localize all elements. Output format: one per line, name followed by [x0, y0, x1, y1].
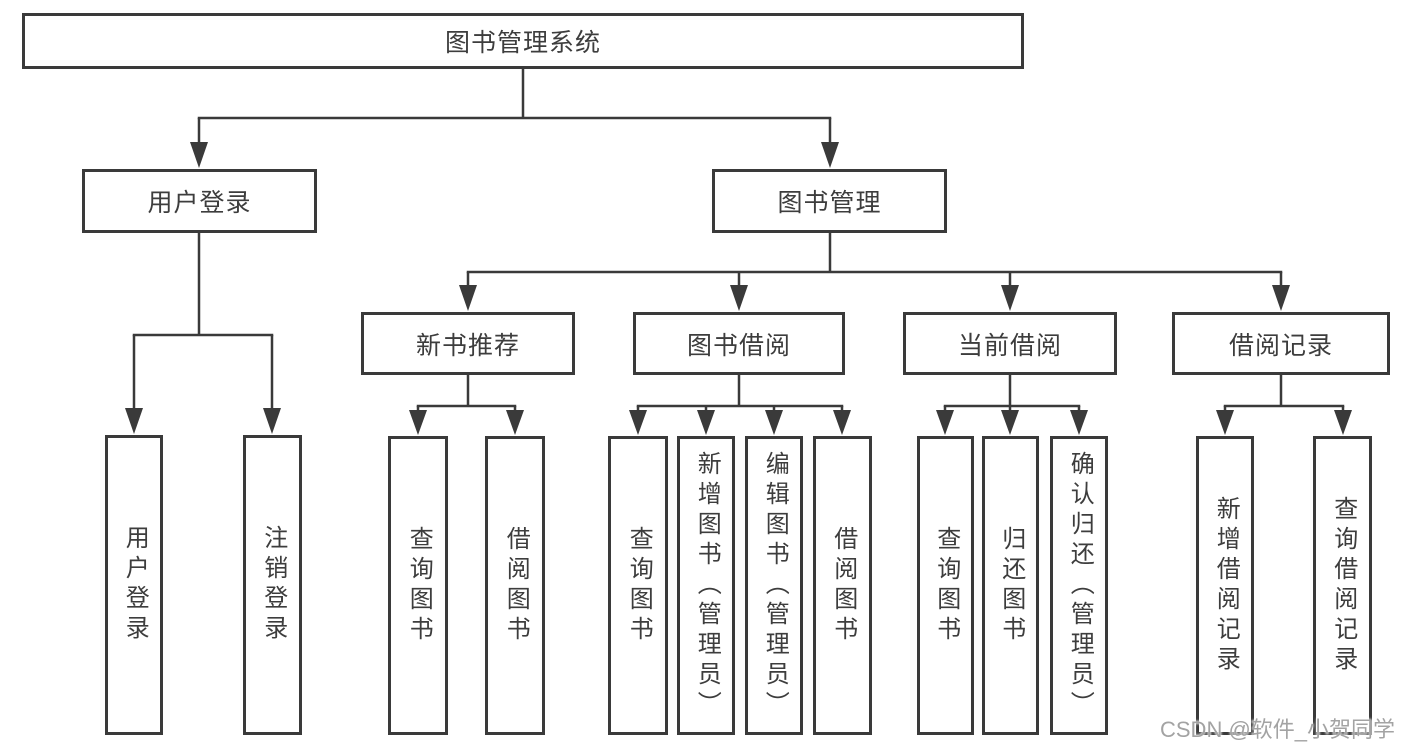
- leaf-logout: 注销登录: [243, 435, 302, 735]
- node-book-management: 图书管理: [712, 169, 947, 233]
- node-borrow-records: 借阅记录: [1172, 312, 1390, 375]
- node-current-borrow: 当前借阅: [903, 312, 1117, 375]
- connector-book-mgmt: [459, 233, 1290, 311]
- node-user-login: 用户登录: [82, 169, 317, 233]
- connector-root: [190, 69, 839, 168]
- node-new-book-recommend: 新书推荐: [361, 312, 575, 375]
- leaf-add-book-admin: 新增图书（管理员）: [677, 436, 735, 735]
- node-book-borrow: 图书借阅: [633, 312, 845, 375]
- leaf-edit-book-admin: 编辑图书（管理员）: [745, 436, 803, 735]
- connector-borrow-records: [1216, 375, 1352, 435]
- leaf-confirm-return-admin: 确认归还（管理员）: [1050, 436, 1108, 735]
- leaf-user-login: 用户登录: [105, 435, 163, 735]
- watermark: CSDN @软件_小贺同学: [1160, 717, 1396, 742]
- connector-book-borrow: [629, 375, 851, 435]
- leaf-query-books-current: 查询图书: [917, 436, 974, 735]
- node-library-system: 图书管理系统: [22, 13, 1024, 69]
- connector-new-books: [409, 375, 524, 435]
- leaf-add-borrow-record: 新增借阅记录: [1196, 436, 1254, 735]
- leaf-return-book: 归还图书: [982, 436, 1039, 735]
- connector-current-borrow: [936, 375, 1088, 435]
- connector-user-login: [125, 233, 281, 434]
- leaf-query-books-borrow: 查询图书: [608, 436, 668, 735]
- leaf-query-borrow-record: 查询借阅记录: [1313, 436, 1372, 735]
- leaf-borrow-books-recommend: 借阅图书: [485, 436, 545, 735]
- leaf-borrow-books: 借阅图书: [813, 436, 872, 735]
- leaf-query-books-recommend: 查询图书: [388, 436, 448, 735]
